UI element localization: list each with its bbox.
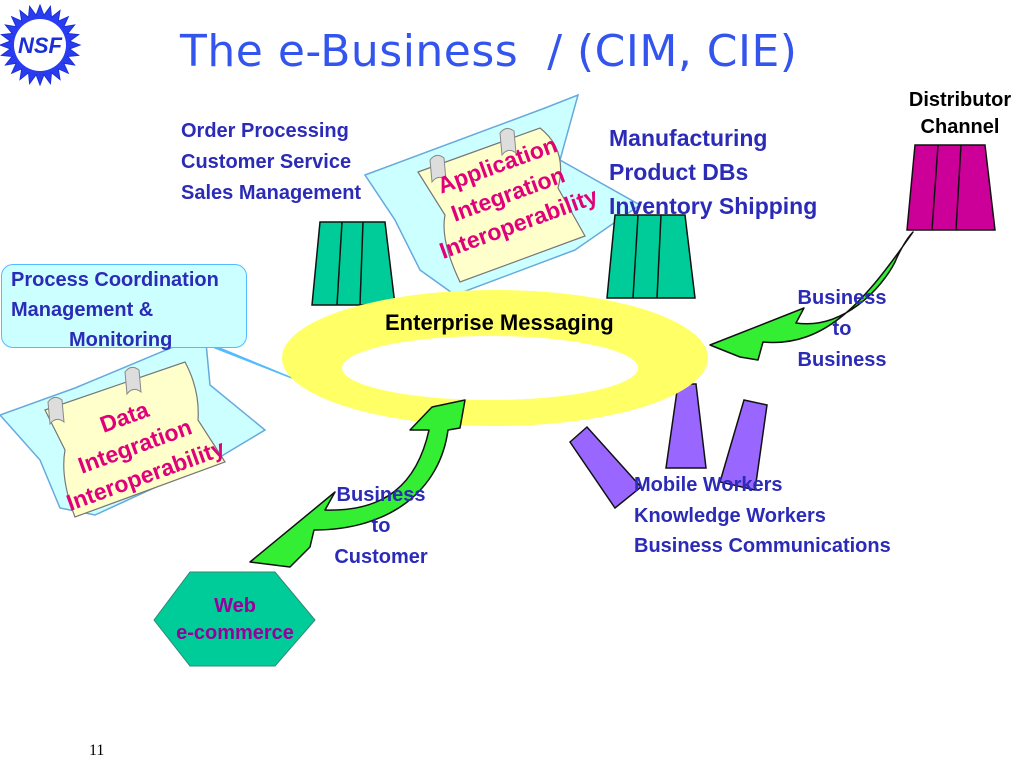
label-ecommerce: e-commerce (176, 622, 294, 644)
slide-title: The e-Business / (CIM, CIE) (180, 26, 798, 77)
web-labels: Web e-commerce (160, 593, 310, 647)
label-management: Management & (11, 299, 154, 321)
label-order-processing: Order Processing (181, 120, 349, 142)
label-channel: Channel (920, 116, 1000, 138)
back-office-cabinet (606, 214, 696, 299)
front-office-cabinet (311, 221, 396, 306)
logo-text: NSF (18, 33, 63, 58)
data-banner (0, 330, 267, 518)
distributor-labels: Distributor Channel (900, 87, 1020, 141)
label-product-dbs: Product DBs (609, 159, 749, 185)
process-callout-box (1, 264, 247, 348)
web-ecommerce-hexagon (153, 571, 316, 667)
label-inventory-shipping: Inventory Shipping (609, 193, 818, 219)
nsf-logo: NSF (0, 3, 82, 87)
b2c-labels: Business to Customer (321, 480, 441, 573)
front-office-labels: Order Processing Customer Service Sales … (181, 116, 361, 209)
label-b2b-business-1: Business (797, 287, 887, 309)
label-web: Web (214, 595, 256, 617)
label-b2b-to: to (832, 318, 852, 340)
b2b-labels: Business to Business (782, 283, 902, 376)
label-b2c-to: to (371, 515, 391, 537)
label-process-coordination: Process Coordination (11, 269, 219, 291)
mobile-labels: Mobile Workers Knowledge Workers Busines… (634, 470, 891, 562)
label-knowledge-workers: Knowledge Workers (634, 504, 826, 527)
b2c-arrow (249, 399, 466, 568)
label-monitoring: Monitoring (69, 329, 173, 351)
process-labels: Process Coordination Management & Monito… (11, 265, 219, 355)
label-b2c-customer: Customer (334, 546, 428, 568)
label-customer-service: Customer Service (181, 151, 352, 173)
label-business-communications: Business Communications (634, 535, 891, 557)
label-sales-management: Sales Management (181, 182, 362, 204)
label-b2c-business: Business (336, 484, 426, 506)
application-banner (363, 93, 642, 296)
label-mobile-workers: Mobile Workers (634, 474, 783, 496)
page-number: 11 (89, 742, 105, 759)
enterprise-messaging-ring (282, 290, 708, 426)
label-distributor: Distributor (908, 89, 1012, 111)
label-b2b-business-2: Business (797, 349, 887, 371)
distributor-cabinet (906, 144, 996, 231)
b2b-arrow (709, 231, 914, 361)
hub-label: Enterprise Messaging (385, 310, 614, 335)
mobile-worker-devices (569, 383, 768, 510)
back-office-labels: Manufacturing Product DBs Inventory Ship… (609, 121, 817, 223)
label-manufacturing: Manufacturing (609, 125, 768, 151)
